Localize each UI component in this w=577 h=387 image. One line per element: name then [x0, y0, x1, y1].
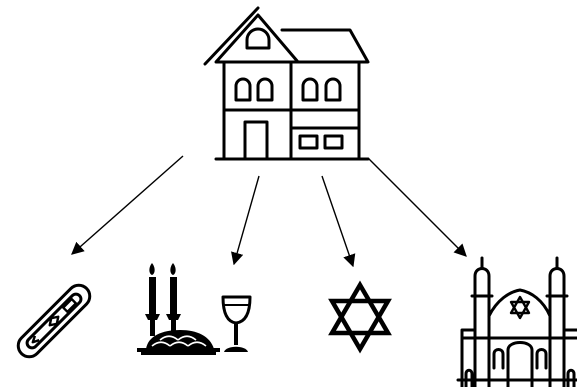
arrow-to-candles: [231, 175, 260, 266]
arrows: [71, 155, 467, 268]
star-of-david-icon: [328, 280, 392, 354]
house-icon: [203, 6, 370, 161]
shabbat-candles-kiddush-icon: [137, 263, 252, 355]
arrow-to-star: [321, 175, 356, 268]
arrow-to-mezuzah: [71, 155, 184, 255]
synagogue-icon: [456, 256, 577, 387]
mezuzah-icon: [16, 283, 92, 359]
arrow-to-synagogue: [367, 157, 467, 257]
